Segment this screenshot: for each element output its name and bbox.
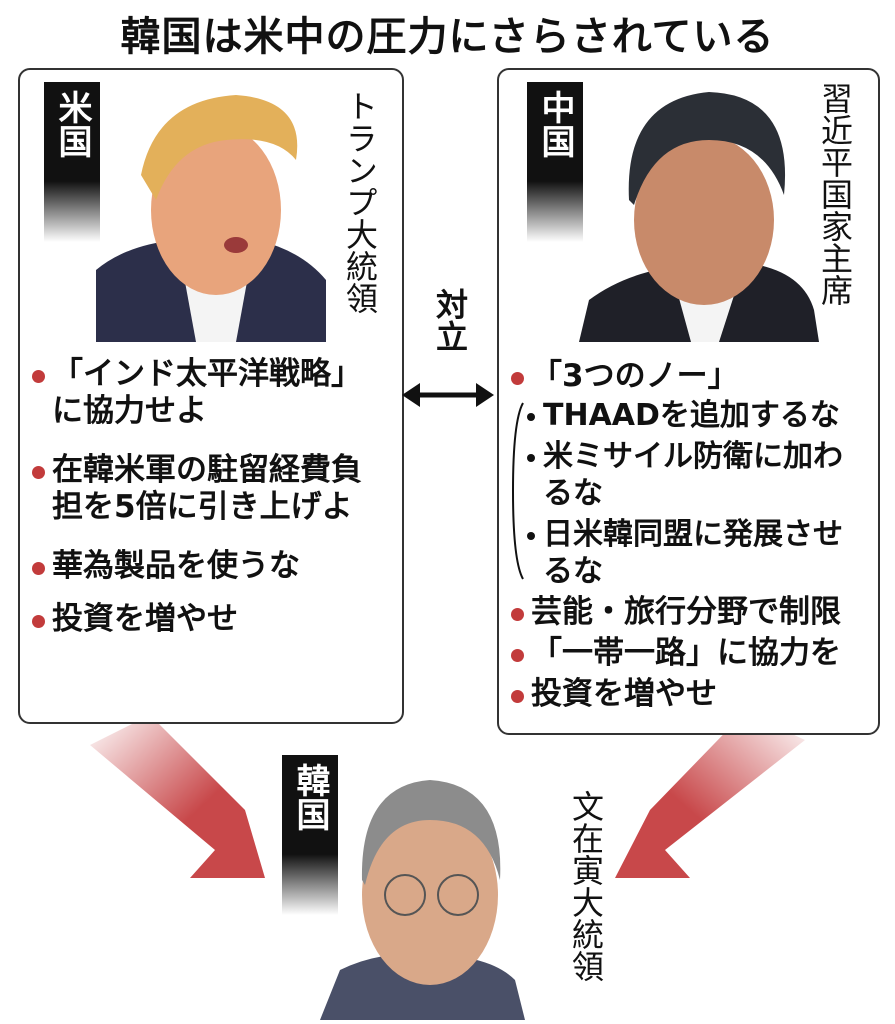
three-nos-item: THAADを追加するな [525, 397, 871, 434]
usa-demand-item: 「インド太平洋戦略」に協力せよ [32, 356, 392, 430]
bullet-icon [511, 372, 524, 385]
china-demand-item: 「一帯一路」に協力を [511, 635, 871, 672]
bullet-icon [32, 370, 45, 383]
bracket-line [511, 402, 524, 580]
bullet-icon [32, 562, 45, 575]
confrontation-label: 対立 [431, 288, 469, 352]
double-arrow-icon [402, 383, 494, 407]
usa-demands: 「インド太平洋戦略」に協力せよ 在韓米軍の駐留経費負担を5倍に引き上げよ 華為製… [32, 356, 392, 638]
china-leader-name: 習近平国家主席 [816, 82, 854, 306]
three-nos-item: 日米韓同盟に発展させるな [525, 516, 871, 590]
bullet-icon [32, 615, 45, 628]
page-title: 韓国は米中の圧力にさらされている [120, 14, 775, 60]
arrow-usa-to-korea [90, 715, 265, 878]
bullet-icon [511, 649, 524, 662]
usa-leader-name: トランプ大統領 [341, 90, 379, 314]
korea-tag: 韓国 [282, 755, 338, 915]
china-demand-item: 投資を増やせ [511, 676, 871, 713]
china-demands: 「3つのノー」 THAADを追加するな 米ミサイル防衛に加わるな 日米韓同盟に発… [511, 358, 871, 713]
three-nos-item: 米ミサイル防衛に加わるな [525, 438, 871, 512]
bullet-icon [511, 690, 524, 703]
usa-tag: 米国 [44, 82, 100, 242]
arrow-china-to-korea [615, 712, 805, 878]
moon-photo [320, 780, 525, 1020]
china-panel: 中国 習近平国家主席 「3つのノー」 THAADを追加するな 米ミサイル防衛に加… [497, 68, 880, 735]
usa-demand-item: 華為製品を使うな [32, 548, 392, 585]
china-demand-item: 芸能・旅行分野で制限 [511, 594, 871, 631]
korea-leader-name: 文在寅大統領 [567, 790, 605, 982]
usa-demand-item: 投資を増やせ [32, 601, 392, 638]
usa-panel: 米国 トランプ大統領 「インド太平洋戦略」に協力せよ 在韓米軍の駐留経費負担を5… [18, 68, 404, 724]
china-tag: 中国 [527, 82, 583, 242]
three-nos-heading: 「3つのノー」 [511, 358, 871, 395]
trump-photo [96, 95, 326, 342]
bullet-icon [32, 466, 45, 479]
xi-photo [579, 92, 819, 342]
bullet-icon [511, 608, 524, 621]
three-nos-list: THAADを追加するな 米ミサイル防衛に加わるな 日米韓同盟に発展させるな [511, 397, 871, 590]
usa-demand-item: 在韓米軍の駐留経費負担を5倍に引き上げよ [32, 452, 392, 526]
